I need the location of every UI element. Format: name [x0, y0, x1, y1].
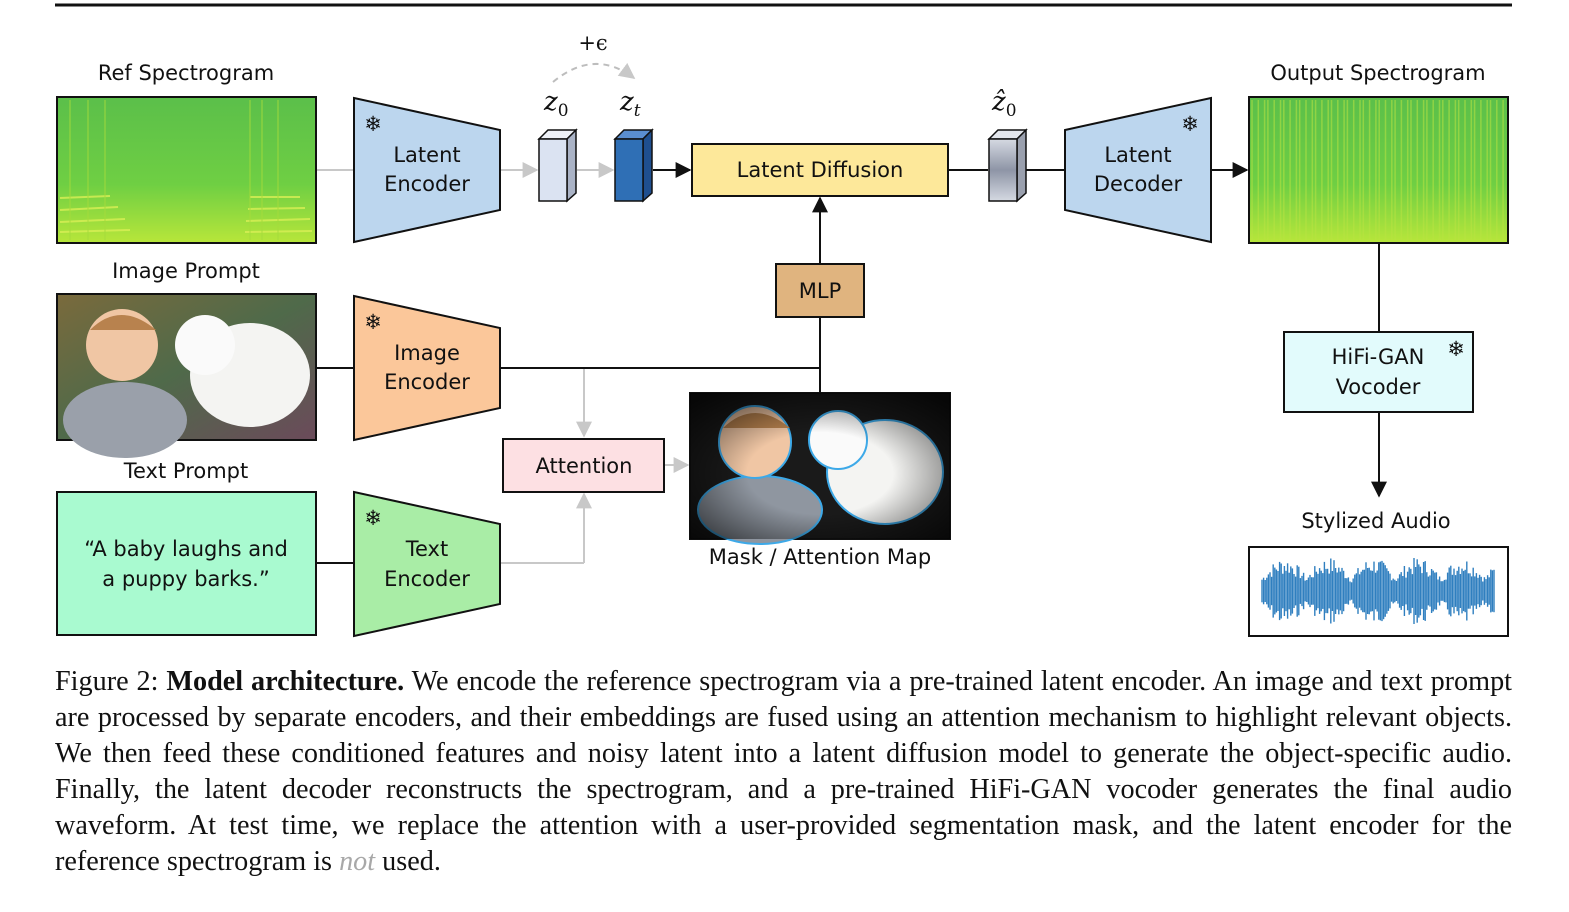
- caption-emphasis: not: [339, 846, 376, 877]
- architecture-diagram: Ref Spectrogram Image Prompt Text Prompt…: [55, 3, 1512, 638]
- image-encoder: Image Encoder ❄: [353, 294, 501, 442]
- attention-label: Attention: [536, 454, 633, 478]
- frozen-snowflake-icon: ❄: [364, 310, 382, 334]
- latent-encoder: Latent Encoder ❄: [353, 96, 501, 244]
- output-spectrogram: [1248, 96, 1509, 244]
- latent-encoder-line-1: Latent: [393, 143, 460, 167]
- z0-symbol: z0: [543, 87, 569, 121]
- ref-spectrogram: [56, 96, 317, 244]
- vocoder-line-1: HiFi-GAN: [1332, 345, 1425, 369]
- connectors: [317, 62, 1387, 564]
- output-spectrogram-label: Output Spectrogram: [1270, 61, 1485, 85]
- mask-attention-map-label: Mask / Attention Map: [709, 545, 931, 569]
- caption-suffix: used.: [375, 846, 441, 877]
- latent-zt-cuboid: [613, 128, 654, 203]
- text-prompt-line-2: a puppy barks.”: [102, 567, 269, 591]
- latent-encoder-line-2: Encoder: [384, 172, 470, 196]
- image-prompt-photo: [56, 293, 317, 458]
- latent-decoder: Latent Decoder ❄: [1064, 96, 1212, 244]
- latent-diffusion-block: Latent Diffusion: [691, 143, 949, 197]
- latent-diffusion-label: Latent Diffusion: [737, 158, 904, 182]
- ref-spectrogram-label: Ref Spectrogram: [98, 61, 274, 85]
- text-prompt-box: “A baby laughs and a puppy barks.”: [56, 491, 317, 636]
- image-prompt-label: Image Prompt: [112, 259, 260, 283]
- figure-caption: Figure 2: Model architecture. We encode …: [55, 664, 1512, 880]
- mlp-block: MLP: [775, 263, 865, 318]
- text-encoder-line-2: Encoder: [384, 567, 470, 591]
- mask-attention-map: [689, 392, 951, 545]
- frozen-snowflake-icon: ❄: [364, 506, 382, 530]
- image-encoder-line-1: Image: [394, 341, 460, 365]
- frozen-snowflake-icon: ❄: [364, 112, 382, 136]
- stylized-audio-label: Stylized Audio: [1301, 509, 1450, 533]
- zt-symbol: zt: [619, 87, 641, 121]
- vocoder-line-2: Vocoder: [1336, 375, 1421, 399]
- text-encoder: Text Encoder ❄: [353, 490, 501, 638]
- latent-decoder-line-1: Latent: [1104, 143, 1171, 167]
- z0hat-symbol: ẑ0: [991, 87, 1017, 121]
- hifigan-vocoder-block: HiFi-GAN Vocoder ❄: [1283, 331, 1474, 413]
- text-prompt-line-1: “A baby laughs and: [84, 537, 288, 561]
- caption-prefix: Figure 2:: [55, 666, 167, 697]
- latent-decoder-line-2: Decoder: [1094, 172, 1183, 196]
- latent-z0hat-cuboid: [987, 128, 1028, 203]
- caption-body: We encode the reference spectrogram via …: [55, 666, 1512, 877]
- noise-label: +ϵ: [578, 31, 607, 55]
- caption-title: Model architecture.: [166, 666, 405, 697]
- text-prompt-label: Text Prompt: [123, 459, 248, 483]
- text-encoder-line-1: Text: [405, 537, 448, 561]
- stylized-audio-waveform: [1248, 546, 1509, 637]
- attention-block: Attention: [502, 438, 665, 493]
- frozen-snowflake-icon: ❄: [1181, 112, 1199, 136]
- latent-z0-cuboid: [537, 128, 578, 203]
- image-encoder-line-2: Encoder: [384, 370, 470, 394]
- frozen-snowflake-icon: ❄: [1447, 337, 1465, 361]
- mlp-label: MLP: [799, 279, 841, 303]
